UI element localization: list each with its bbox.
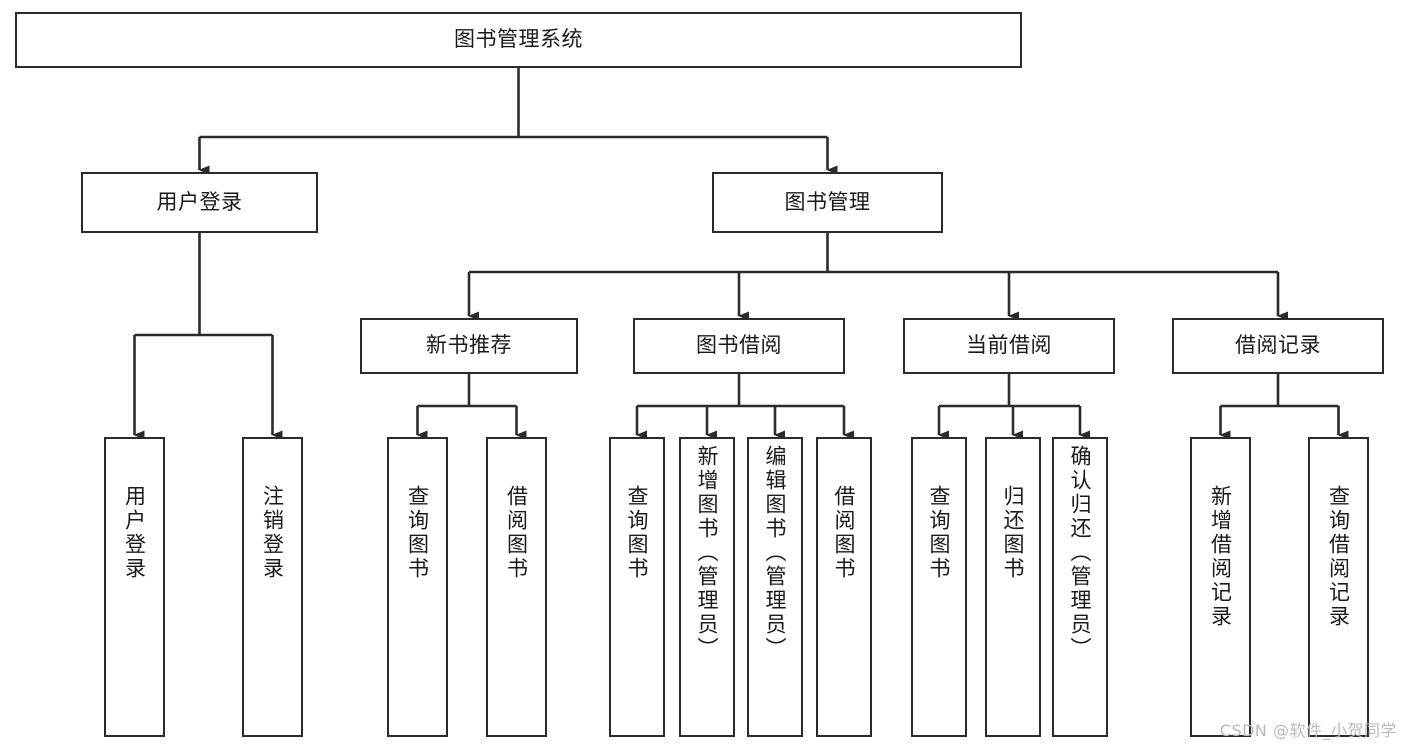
node-l-bo-edit[interactable]: 编辑图书（管理员） xyxy=(747,437,803,737)
node-current[interactable]: 当前借阅 xyxy=(903,318,1115,374)
node-l-bo-add[interactable]: 新增图书（管理员） xyxy=(679,437,735,737)
node-newbook[interactable]: 新书推荐 xyxy=(360,318,578,374)
node-label-login: 用户登录 xyxy=(156,189,243,214)
node-label-current: 当前借阅 xyxy=(966,333,1052,358)
node-label-l-bo-lend: 借阅图书 xyxy=(832,485,857,581)
node-bookmgmt[interactable]: 图书管理 xyxy=(712,172,943,233)
node-label-l-bo-add: 新增图书（管理员） xyxy=(695,445,720,661)
node-records[interactable]: 借阅记录 xyxy=(1172,318,1384,374)
node-l-bo-query[interactable]: 查询图书 xyxy=(609,437,665,737)
node-label-l-nb-query: 查询图书 xyxy=(405,485,430,581)
node-label-l-cu-query: 查询图书 xyxy=(927,485,952,581)
csdn-watermark: CSDN @软件_小贺同学 xyxy=(1219,721,1397,740)
node-label-l-cu-confirm: 确认归还（管理员） xyxy=(1068,445,1093,661)
node-label-l-logout: 注销登录 xyxy=(260,485,285,581)
node-l-cu-query[interactable]: 查询图书 xyxy=(911,437,967,737)
node-label-l-bo-query: 查询图书 xyxy=(625,485,650,581)
node-l-logout[interactable]: 注销登录 xyxy=(242,437,303,737)
node-label-l-cu-return: 归还图书 xyxy=(1001,485,1026,581)
node-label-l-re-add: 新增借阅记录 xyxy=(1208,485,1233,629)
node-label-l-login: 用户登录 xyxy=(122,485,147,581)
node-label-root: 图书管理系统 xyxy=(454,27,583,52)
node-l-re-add[interactable]: 新增借阅记录 xyxy=(1190,437,1251,737)
node-label-l-re-query: 查询借阅记录 xyxy=(1326,485,1351,629)
node-root[interactable]: 图书管理系统 xyxy=(15,12,1022,68)
edges-group xyxy=(133,68,1349,440)
node-label-newbook: 新书推荐 xyxy=(426,333,512,358)
node-l-re-query[interactable]: 查询借阅记录 xyxy=(1308,437,1369,737)
node-borrow[interactable]: 图书借阅 xyxy=(633,318,845,374)
node-l-login[interactable]: 用户登录 xyxy=(104,437,165,737)
node-label-records: 借阅记录 xyxy=(1235,333,1321,358)
node-label-borrow: 图书借阅 xyxy=(696,333,782,358)
node-l-nb-borrow[interactable]: 借阅图书 xyxy=(486,437,547,737)
node-login[interactable]: 用户登录 xyxy=(81,172,318,233)
node-l-cu-confirm[interactable]: 确认归还（管理员） xyxy=(1052,437,1108,737)
node-l-cu-return[interactable]: 归还图书 xyxy=(985,437,1041,737)
node-l-bo-lend[interactable]: 借阅图书 xyxy=(816,437,872,737)
node-label-l-nb-borrow: 借阅图书 xyxy=(504,485,529,581)
node-l-nb-query[interactable]: 查询图书 xyxy=(387,437,448,737)
node-label-l-bo-edit: 编辑图书（管理员） xyxy=(763,445,788,661)
node-label-bookmgmt: 图书管理 xyxy=(784,189,871,214)
